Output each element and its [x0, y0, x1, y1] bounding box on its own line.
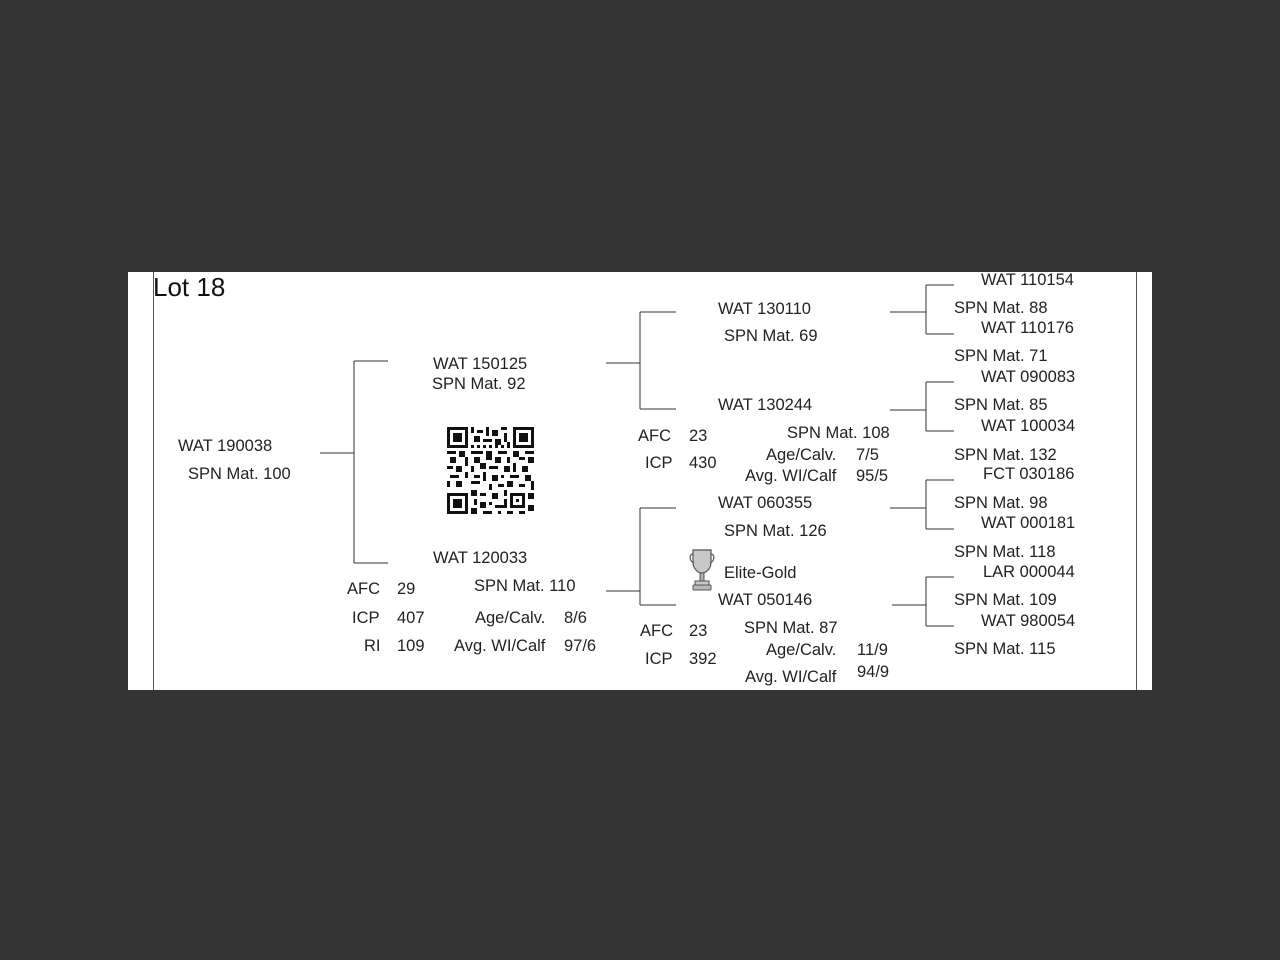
dam-icp-value: 407 [397, 609, 425, 627]
ggp-7-spn: SPN Mat. 109 [954, 591, 1057, 609]
sire-id: WAT 150125 [433, 355, 528, 373]
ggp-1-spn: SPN Mat. 88 [954, 299, 1048, 317]
ggp-2-id: WAT 110176 [981, 319, 1074, 337]
mgs-spn: SPN Mat. 126 [724, 522, 827, 540]
mgd-afc-label: AFC [640, 622, 673, 640]
ggp-4-spn: SPN Mat. 132 [954, 446, 1057, 464]
dam-age-label: Age/Calv. [475, 609, 546, 627]
mgd-afc-value: 23 [689, 622, 708, 640]
dam-wi-label: Avg. WI/Calf [454, 637, 546, 655]
pedigree-lines [320, 284, 954, 627]
pgd-age-label: Age/Calv. [766, 446, 837, 464]
dam-id: WAT 120033 [433, 549, 528, 567]
pgd-afc-label: AFC [638, 427, 671, 445]
pgd-spn: SPN Mat. 108 [787, 424, 890, 442]
mgd-icp-value: 392 [689, 650, 717, 668]
sire-spn: SPN Mat. 92 [432, 375, 526, 393]
mgd-spn: SPN Mat. 87 [744, 619, 838, 637]
ggp-5-spn: SPN Mat. 98 [954, 494, 1048, 512]
pgd-age-value: 7/5 [856, 446, 879, 464]
ggp-8-spn: SPN Mat. 115 [954, 640, 1056, 658]
pgd-icp-label: ICP [645, 454, 673, 472]
dam-ri-label: RI [364, 637, 381, 655]
dam-age-value: 8/6 [564, 609, 587, 627]
lot-title: Lot 18 [153, 272, 226, 302]
ggp-3-id: WAT 090083 [981, 368, 1076, 386]
left-margin-line [153, 272, 154, 690]
mgd-age-label: Age/Calv. [766, 641, 837, 659]
mgd-wi-value: 94/9 [857, 663, 890, 681]
qr-code-icon [447, 427, 534, 514]
right-margin-line [1136, 272, 1137, 690]
mgs-id: WAT 060355 [718, 494, 813, 512]
pgd-id: WAT 130244 [718, 396, 813, 414]
dam-afc-value: 29 [397, 580, 416, 598]
ggp-3-spn: SPN Mat. 85 [954, 396, 1048, 414]
trophy-icon [689, 549, 715, 591]
pgs-spn: SPN Mat. 69 [724, 327, 818, 345]
ggp-6-spn: SPN Mat. 118 [954, 543, 1056, 561]
animal-spn: SPN Mat. 100 [188, 465, 291, 483]
mgd-id: WAT 050146 [718, 591, 813, 609]
pgd-afc-value: 23 [689, 427, 708, 445]
ggp-1-id: WAT 110154 [981, 272, 1074, 289]
ggp-4-id: WAT 100034 [981, 417, 1076, 435]
pgd-icp-value: 430 [689, 454, 717, 472]
ggp-8-id: WAT 980054 [981, 612, 1076, 630]
mgd-wi-label: Avg. WI/Calf [745, 668, 837, 686]
award-label: Elite-Gold [724, 564, 797, 582]
pgd-wi-value: 95/5 [856, 467, 889, 485]
dam-wi-value: 97/6 [564, 637, 597, 655]
animal-id: WAT 190038 [178, 437, 273, 455]
ggp-2-spn: SPN Mat. 71 [954, 347, 1048, 365]
dam-icp-label: ICP [352, 609, 380, 627]
dam-afc-label: AFC [347, 580, 380, 598]
pgs-id: WAT 130110 [718, 300, 811, 318]
pedigree-document: Lot 18 [128, 272, 1152, 690]
ggp-6-id: WAT 000181 [981, 514, 1076, 532]
mgd-icp-label: ICP [645, 650, 673, 668]
dam-ri-value: 109 [397, 637, 425, 655]
ggp-5-id: FCT 030186 [983, 465, 1075, 483]
mgd-age-value: 11/9 [857, 641, 888, 659]
ggp-7-id: LAR 000044 [983, 563, 1075, 581]
dam-spn: SPN Mat. 110 [474, 577, 576, 595]
pgd-wi-label: Avg. WI/Calf [745, 467, 837, 485]
